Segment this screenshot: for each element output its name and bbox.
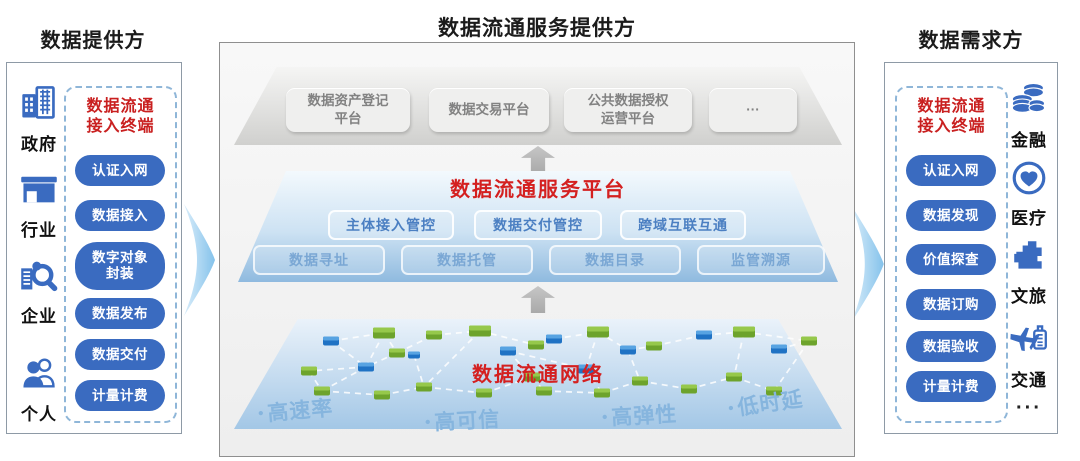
box-more-platforms: ··· (709, 88, 797, 132)
bullet: • (727, 398, 736, 417)
button-metering-billing: 计量计费 (906, 371, 996, 402)
sector-label: 金融 (1011, 131, 1047, 150)
sector-more: ··· (1016, 397, 1042, 419)
bullet: • (601, 408, 609, 426)
button-data-access: 数据接入 (75, 200, 165, 231)
sector-medical: 医疗 (1001, 159, 1057, 229)
button-auth-network: 认证入网 (906, 155, 996, 186)
provider-access-terminal: 数据流通 接入终端 认证入网 数据接入 数字对象 封装 数据发布 数据交付 计量… (64, 86, 177, 423)
button-metering-billing: 计量计费 (75, 380, 165, 411)
entity-industry: 行业 (11, 169, 67, 241)
sector-label: 交通 (1011, 371, 1047, 390)
sector-culture-tourism: 文旅 (1001, 237, 1057, 307)
box-data-catalog: 数据目录 (549, 245, 681, 275)
platform-to-consumer-arrow (851, 204, 884, 324)
box-subject-access-control: 主体接入管控 (328, 210, 454, 240)
entity-enterprise: 企业 (11, 255, 67, 327)
box-regulatory-traceability: 监管溯源 (697, 245, 825, 275)
up-arrow-network-to-service (521, 286, 555, 313)
medical-icon (1010, 159, 1048, 197)
person-icon (19, 353, 59, 393)
finance-icon (1009, 79, 1049, 119)
service-provider-title: 数据流通服务提供方 (438, 17, 636, 40)
sector-label: 文旅 (1011, 287, 1047, 306)
terminal-title: 数据流通 接入终端 (917, 98, 986, 135)
network-title: 数据流通网络 (472, 364, 604, 386)
sector-transport: 交通 (1001, 317, 1057, 391)
service-provider-panel: 数据资产登记 平台 数据交易平台 公共数据授权 运营平台 ··· 数据流通服务平… (219, 42, 855, 457)
sector-finance: 金融 (1001, 79, 1057, 151)
button-data-discovery: 数据发现 (906, 200, 996, 231)
provider-title: 数据提供方 (40, 30, 146, 52)
culture-tourism-icon (1010, 237, 1048, 275)
up-arrow-service-to-application (521, 146, 555, 173)
box-cross-domain-interconnect: 跨域互联互通 (620, 210, 746, 240)
box-data-hosting: 数据托管 (401, 245, 533, 275)
button-data-ordering: 数据订购 (906, 289, 996, 320)
box-data-addressing: 数据寻址 (253, 245, 385, 275)
button-digital-object-packaging: 数字对象 封装 (75, 242, 165, 290)
entity-label: 行业 (21, 221, 57, 240)
box-data-delivery-control: 数据交付管控 (474, 210, 602, 240)
provider-to-platform-arrow (184, 204, 215, 316)
feature-high-elasticity: •高弹性 (601, 403, 678, 430)
button-value-exploration: 价值探查 (906, 244, 996, 275)
button-data-publish: 数据发布 (75, 298, 165, 329)
button-auth-network: 认证入网 (75, 155, 165, 186)
box-public-data-authorized-operation-platform: 公共数据授权 运营平台 (564, 88, 692, 132)
network-mesh (301, 325, 817, 400)
entity-label: 企业 (21, 307, 57, 326)
box-data-asset-registration-platform: 数据资产登记 平台 (286, 88, 410, 132)
button-data-delivery: 数据交付 (75, 339, 165, 370)
consumer-panel: 数据流通 接入终端 认证入网 数据发现 价值探查 数据订购 数据验收 计量计费 … (884, 62, 1058, 434)
transport-icon (1008, 317, 1050, 359)
consumer-access-terminal: 数据流通 接入终端 认证入网 数据发现 价值探查 数据订购 数据验收 计量计费 (895, 86, 1008, 423)
button-data-acceptance: 数据验收 (906, 331, 996, 362)
feature-high-trust: •高可信 (424, 408, 501, 435)
service-platform-title: 数据流通服务平台 (450, 179, 626, 201)
consumer-title: 数据需求方 (918, 30, 1024, 52)
entity-label: 政府 (21, 135, 57, 154)
entity-label: 个人 (21, 405, 57, 424)
bullet: • (257, 404, 266, 422)
service-platform-layer (238, 171, 838, 282)
terminal-title: 数据流通 接入终端 (86, 98, 155, 135)
enterprise-icon (19, 255, 59, 295)
government-icon (19, 83, 59, 123)
sector-label: 医疗 (1011, 209, 1047, 228)
entity-government: 政府 (11, 83, 67, 155)
industry-icon (19, 169, 59, 209)
bullet: • (424, 413, 432, 431)
provider-panel: 政府 行业 (6, 62, 182, 434)
box-data-exchange-platform: 数据交易平台 (429, 88, 549, 132)
entity-person: 个人 (11, 353, 67, 425)
